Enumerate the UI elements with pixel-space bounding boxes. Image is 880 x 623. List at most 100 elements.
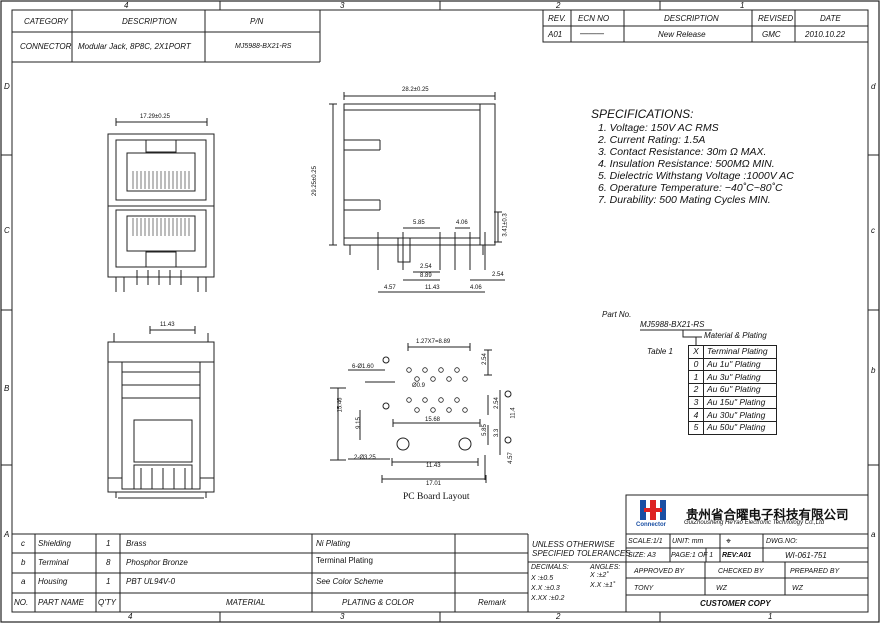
- dim-pcb-1701: 17.01: [426, 481, 442, 487]
- checked-by-label: CHECKED BY: [718, 568, 764, 575]
- dim-pin-406b: 4.06: [470, 285, 482, 291]
- plating-table-title: Table 1: [647, 347, 673, 356]
- revised-value: GMC: [762, 30, 781, 39]
- tolerance-line2: SPECIFIED TOLERANCES: [532, 549, 631, 558]
- table-row: 3 Au 15u" Plating: [688, 395, 777, 410]
- zone-row-c-left: C: [4, 226, 10, 235]
- dim-side-width: 28.2±0.25: [402, 87, 429, 93]
- tol-x: X :±0.5: [531, 575, 554, 582]
- zone-col-4-bottom: 4: [128, 612, 133, 621]
- table-row: X Terminal Plating: [688, 345, 777, 359]
- bom-material: Phosphor Bronze: [126, 558, 188, 567]
- zone-col-4-top: 4: [124, 1, 129, 10]
- spec-item: 2. Current Rating: 1.5A: [598, 134, 706, 146]
- dim-pcb-585: 5.85: [481, 424, 488, 436]
- dim-pin-341: 3.41±0.3: [502, 213, 509, 237]
- bom-header-qty: Q'TY: [98, 598, 116, 607]
- date-header: DATE: [820, 14, 841, 23]
- zone-col-1-top: 1: [740, 1, 745, 10]
- dim-pcb-254-top: 2.54: [481, 353, 488, 365]
- zone-col-3-bottom: 3: [340, 612, 345, 621]
- table-cell: 0: [688, 357, 704, 372]
- plating-table: X Terminal Plating 0 Au 1u" Plating 1 Au…: [688, 345, 777, 435]
- bom-qty: 1: [106, 577, 111, 586]
- table-cell: 1: [688, 370, 704, 385]
- spec-item: 4. Insulation Resistance: 500MΩ MIN.: [598, 158, 775, 170]
- zone-row-a-right: a: [871, 530, 876, 539]
- bom-plating: Terminal Plating: [316, 556, 373, 565]
- tol-ax: X :±2˚: [590, 572, 609, 579]
- table-row: 4 Au 30u" Plating: [688, 408, 777, 423]
- prepared-by-label: PREPARED BY: [790, 568, 840, 575]
- bom-header-name: PART NAME: [38, 598, 84, 607]
- table-row: 5 Au 50u" Plating: [688, 421, 777, 435]
- table-cell: Au 30u" Plating: [703, 408, 777, 423]
- tol-axx: X.X :±1˚: [590, 582, 616, 589]
- dim-pin-457: 4.57: [384, 285, 396, 291]
- bom-no: a: [21, 577, 26, 586]
- dim-pcb-915: 9.15: [355, 417, 362, 429]
- dim-pcb-hole-2: 2-Ø3.25: [354, 455, 376, 461]
- zone-col-2-bottom: 2: [556, 612, 561, 621]
- bom-grid: [12, 533, 529, 612]
- bom-header-remark: Remark: [478, 598, 507, 607]
- spec-item: 5. Dielectric Withstang Voltage :1000V A…: [598, 170, 794, 182]
- dim-pin-1143: 11.43: [425, 285, 440, 291]
- table-cell: X: [688, 345, 704, 359]
- table-cell: Au 1u" Plating: [703, 357, 777, 372]
- logo-text: Connector: [636, 522, 666, 528]
- bom-name: Terminal: [38, 558, 69, 567]
- rev-value: A01: [548, 30, 563, 39]
- projection-icon: ⌖: [726, 536, 732, 546]
- dwg-no-value: WI-061-751: [785, 551, 827, 560]
- category-value: CONNECTOR: [20, 42, 72, 51]
- bom-qty: 8: [106, 558, 111, 567]
- tol-xx: X.X :±0.3: [531, 585, 560, 592]
- dim-pin-254: 2.54: [420, 264, 432, 270]
- dim-pin-254b: 2.54: [492, 272, 504, 278]
- description-label: DESCRIPTION: [122, 17, 177, 26]
- unit-label: UNIT: mm: [672, 538, 704, 545]
- rev-description-header: DESCRIPTION: [664, 14, 719, 23]
- page-label: PAGE:1 OF 1: [671, 552, 714, 559]
- dim-pin-406: 4.06: [456, 220, 468, 226]
- zone-col-2-top: 2: [556, 1, 561, 10]
- zone-col-1-bottom: 1: [768, 612, 773, 621]
- bom-no: b: [21, 558, 26, 567]
- dim-bottom-1143: 11.43: [160, 322, 175, 328]
- customer-copy: CUSTOMER COPY: [700, 599, 771, 608]
- company-name-cn: 贵州省合曜电子科技有限公司: [686, 507, 849, 522]
- preparer-name: WZ: [792, 585, 803, 592]
- table-cell: 4: [688, 408, 704, 423]
- approver-name: TONY: [634, 585, 654, 592]
- tolerance-line1: UNLESS OTHERWISE: [532, 540, 615, 549]
- dwg-no-label: DWG.NO:: [766, 538, 798, 545]
- ecn-header: ECN NO: [578, 14, 610, 23]
- dim-pcb-hole-6: 6-Ø1.60: [352, 364, 374, 370]
- side-view: [329, 92, 505, 293]
- material-plating-label: Material & Plating: [704, 331, 767, 340]
- dim-pcb-114: 11.4: [510, 407, 517, 419]
- bom-no: c: [21, 539, 25, 548]
- specifications-title: SPECIFICATIONS:: [591, 107, 694, 121]
- zone-row-b-left: B: [4, 384, 10, 393]
- part-no-value: MJ5988-BX21-RS: [640, 320, 705, 329]
- part-no-label: Part No.: [602, 310, 632, 319]
- table-cell: 2: [688, 383, 704, 397]
- zone-row-a-left: A: [4, 530, 10, 539]
- spec-item: 1. Voltage: 150V AC RMS: [598, 122, 719, 134]
- pcb-layout: [330, 343, 512, 483]
- date-value: 2010.10.22: [805, 30, 846, 39]
- dim-pcb-33: 3.3: [494, 428, 501, 438]
- rev-label: REV:A01: [722, 552, 752, 559]
- bom-header-material: MATERIAL: [226, 598, 266, 607]
- dim-pcb-254-mid: 2.54: [493, 397, 500, 409]
- dim-pcb-1143: 11.43: [426, 463, 441, 469]
- table-row: 2 Au 6u" Plating: [688, 383, 777, 397]
- company-name-en: GuiZhousheng HeYao Electronic Technology…: [684, 520, 825, 526]
- approved-by-label: APPROVED BY: [634, 568, 685, 575]
- zone-row-c-right: c: [871, 226, 875, 235]
- bom-material: PBT UL94V-0: [126, 577, 176, 586]
- size-label: SIZE: A3: [628, 552, 656, 559]
- bom-header-no: NO.: [14, 598, 29, 607]
